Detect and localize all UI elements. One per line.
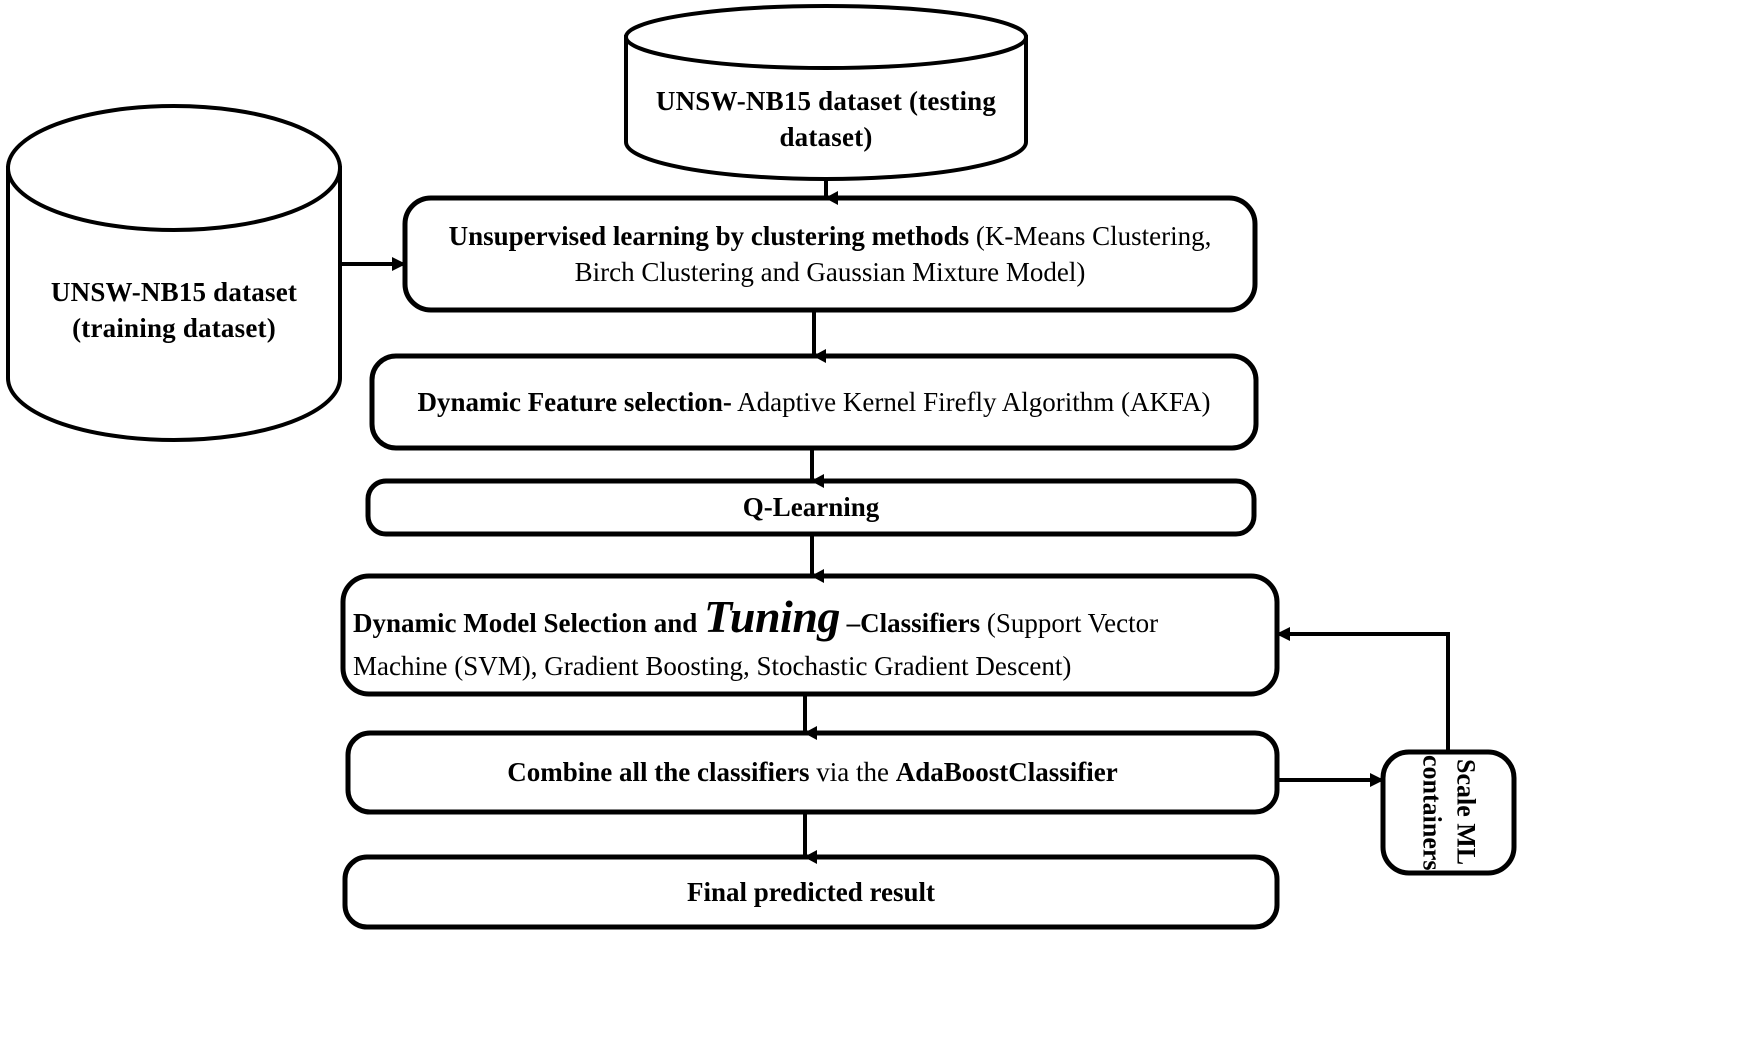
node-training-dataset-shape[interactable] bbox=[6, 104, 342, 442]
node-scale-ml-shape[interactable] bbox=[1380, 749, 1517, 876]
edge-scale-ml-to-model-selection bbox=[1276, 627, 1450, 752]
node-combine-shape[interactable] bbox=[345, 730, 1280, 815]
node-feature-selection-shape[interactable] bbox=[369, 353, 1259, 451]
node-testing-dataset-shape[interactable] bbox=[624, 4, 1028, 181]
node-clustering-shape[interactable] bbox=[402, 195, 1258, 313]
node-final-result-shape[interactable] bbox=[342, 854, 1280, 930]
node-q-learning-shape[interactable] bbox=[365, 478, 1257, 537]
node-model-selection-shape[interactable] bbox=[340, 573, 1280, 697]
